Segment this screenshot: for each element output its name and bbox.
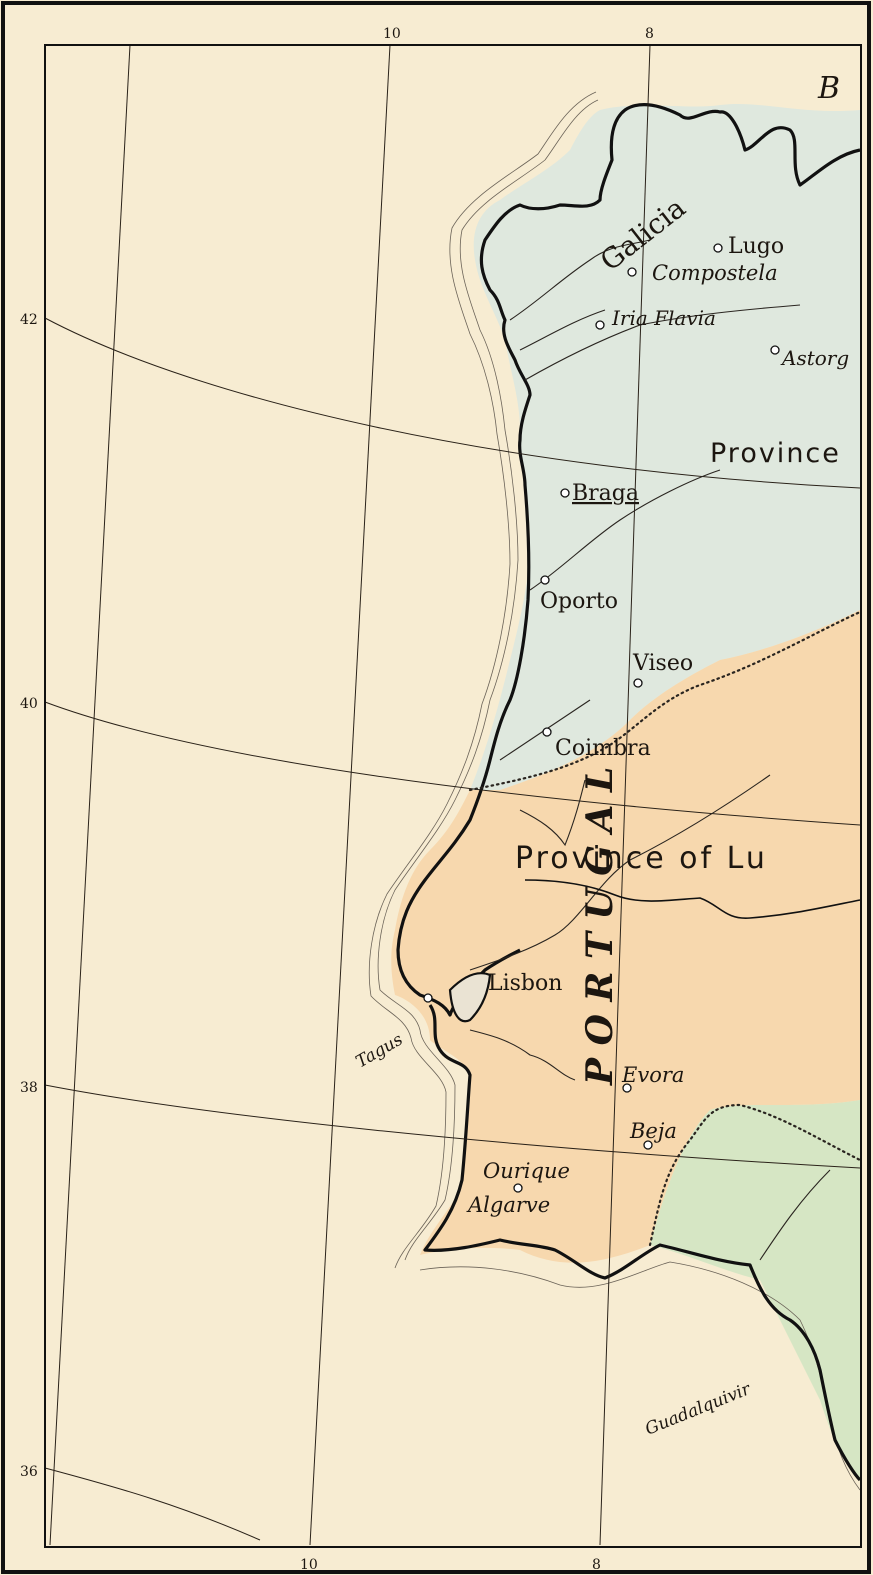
region-northern bbox=[470, 103, 860, 790]
longitude-label-top-8: 8 bbox=[645, 26, 654, 42]
parallel-38 bbox=[44, 1084, 861, 1169]
latitude-label-38: 38 bbox=[20, 1080, 38, 1096]
province-boundary bbox=[524, 879, 861, 919]
longitude-label-top-10: 10 bbox=[383, 26, 401, 42]
town-label-compostela: Compostela bbox=[652, 261, 778, 285]
town-label-coimbra: Coimbra bbox=[555, 736, 651, 761]
town-label-lugo: Lugo bbox=[728, 234, 784, 259]
dotted-boundary-south bbox=[648, 1103, 862, 1247]
town-marker-viseo bbox=[633, 678, 643, 688]
meridian-8 bbox=[599, 44, 651, 1546]
river-north-2 bbox=[519, 309, 606, 351]
river-douro bbox=[529, 469, 721, 591]
town-label-lisbon: Lisbon bbox=[488, 971, 562, 996]
parallel-42 bbox=[44, 317, 861, 489]
town-label-iria-flavia: Iria Flavia bbox=[611, 306, 716, 330]
town-marker-lugo bbox=[713, 243, 723, 253]
river-guadiana bbox=[759, 1169, 831, 1261]
town-marker-braga bbox=[560, 488, 570, 498]
dotted-boundary-north bbox=[468, 610, 862, 792]
coast-relief-2 bbox=[368, 91, 597, 1269]
town-label-astorga: Astorg bbox=[780, 346, 849, 370]
coastline bbox=[396, 102, 861, 1017]
corner-letter: B bbox=[817, 71, 840, 106]
town-label-beja: Beja bbox=[629, 1119, 677, 1143]
town-label-ourique: Ourique bbox=[483, 1159, 570, 1183]
parallel-36 bbox=[44, 1467, 261, 1541]
meridian-10 bbox=[309, 44, 391, 1546]
region-label-province-north: Province bbox=[710, 438, 841, 469]
region-lusitania bbox=[391, 610, 860, 1263]
river-tagus-trib bbox=[519, 779, 586, 847]
tagus-estuary bbox=[448, 972, 492, 1023]
town-label-braga: Braga bbox=[572, 481, 639, 506]
town-marker-ourique bbox=[513, 1183, 523, 1193]
town-marker-evora bbox=[622, 1083, 632, 1093]
latitude-label-42: 42 bbox=[20, 312, 38, 328]
town-marker-iria-flavia bbox=[595, 320, 605, 330]
coast-relief-1 bbox=[377, 99, 599, 1261]
town-marker-beja bbox=[643, 1140, 653, 1150]
town-marker-coimbra bbox=[542, 727, 552, 737]
town-marker-astorga bbox=[770, 345, 780, 355]
river-minho bbox=[524, 304, 801, 381]
meridian-12 bbox=[49, 44, 131, 1546]
river-sado bbox=[469, 1029, 576, 1081]
town-marker-oporto bbox=[540, 575, 550, 585]
latitude-label-40: 40 bbox=[20, 696, 38, 712]
region-label-portugal: P O R T U G A L bbox=[579, 767, 621, 1086]
region-label-province-lusitania: Province of Lu bbox=[515, 841, 768, 876]
river-tagus bbox=[469, 774, 771, 971]
longitude-label-bottom-10: 10 bbox=[300, 1557, 318, 1573]
town-label-viseo: Viseo bbox=[632, 651, 693, 676]
inner-frame bbox=[44, 44, 862, 1548]
town-label-oporto: Oporto bbox=[540, 589, 618, 614]
parallel-40 bbox=[44, 701, 861, 826]
coastline-south bbox=[423, 1004, 862, 1482]
longitude-label-bottom-8: 8 bbox=[592, 1557, 601, 1573]
river-north-1 bbox=[509, 239, 651, 321]
town-marker-lisbon bbox=[423, 993, 433, 1003]
latitude-label-36: 36 bbox=[20, 1464, 38, 1480]
town-marker-compostela bbox=[627, 267, 637, 277]
region-label-algarve: Algarve bbox=[466, 1193, 550, 1217]
town-label-evora: Evora bbox=[621, 1063, 684, 1087]
